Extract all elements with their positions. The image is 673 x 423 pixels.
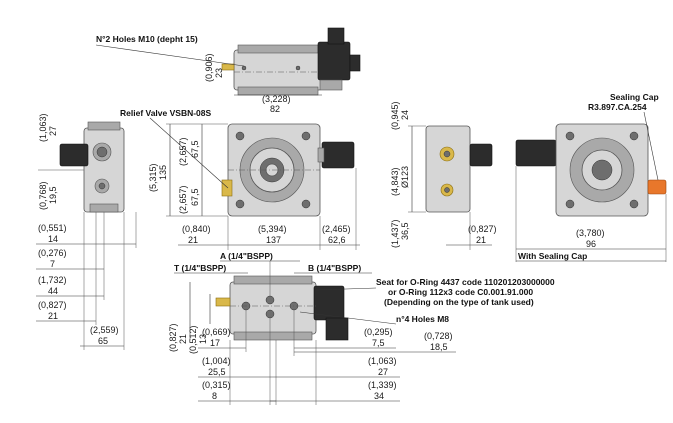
dim-f-5394: (5,394)	[258, 224, 287, 234]
dim-l-1732: (1,732)	[38, 275, 67, 285]
dim-f-2465: (2,465)	[322, 224, 351, 234]
label-sealing-cap-code: R3.897.CA.254	[588, 102, 647, 112]
label-oring-line3: (Depending on the type of tank used)	[384, 297, 534, 307]
label-holes-m8: n°4 Holes M8	[396, 314, 449, 324]
dim-top-0906: (0,906)	[204, 53, 214, 82]
dim-b-17: 17	[210, 338, 220, 348]
dim-b-0827: (0,827)	[168, 323, 178, 352]
dim-f-675b: 67,5	[190, 188, 200, 206]
dim-b-27: 27	[378, 367, 388, 377]
dim-l-65: 65	[98, 336, 108, 346]
label-port-a: A (1/4"BSPP)	[220, 251, 273, 261]
left-side-view	[59, 121, 125, 213]
dim-l-195: 19,5	[48, 186, 58, 204]
dim-f-135: 135	[158, 165, 168, 180]
label-oring-line2: or O-Ring 112x3 code C0.001.91.000	[388, 287, 533, 297]
dim-s-21: 21	[476, 235, 486, 245]
dim-l-0768: (0,768)	[38, 181, 48, 210]
side-view	[425, 125, 493, 213]
dim-b-0295: (0,295)	[364, 327, 393, 337]
dim-b-75: 7,5	[372, 338, 385, 348]
label-sealing-cap-title: Sealing Cap	[610, 92, 659, 102]
label-with-sealing-cap: With Sealing Cap	[518, 251, 587, 261]
front-view	[221, 123, 355, 217]
dim-b-1004: (1,004)	[202, 356, 231, 366]
dim-b-0315: (0,315)	[202, 380, 231, 390]
dim-f-2657a: (2,657)	[178, 137, 188, 166]
dim-b-13: 13	[198, 334, 208, 344]
dim-f-5315: (5,315)	[148, 163, 158, 192]
label-relief-valve: Relief Valve VSBN-08S	[120, 108, 212, 118]
dim-b-1339: (1,339)	[368, 380, 397, 390]
dim-l-44: 44	[48, 286, 58, 296]
dim-b-34: 34	[374, 391, 384, 401]
dim-b-185: 18,5	[430, 342, 448, 352]
label-holes-m10: N°2 Holes M10 (depht 15)	[96, 34, 198, 44]
dim-f-21: 21	[188, 235, 198, 245]
dim-f-626: 62,6	[328, 235, 346, 245]
dim-f-675a: 67,5	[190, 140, 200, 158]
dim-f-0840: (0,840)	[182, 224, 211, 234]
dim-top-3228: (3,228)	[262, 94, 291, 104]
dim-f-137: 137	[266, 235, 281, 245]
label-port-b: B (1/4"BSPP)	[308, 263, 361, 273]
dim-b-255: 25,5	[208, 367, 226, 377]
dim-l-7: 7	[50, 259, 55, 269]
label-port-t: T (1/4"BSPP)	[174, 263, 226, 273]
dim-l-2559: (2,559)	[90, 325, 119, 335]
dim-b-8: 8	[212, 391, 217, 401]
bottom-view	[215, 275, 349, 341]
dim-l-0551: (0,551)	[38, 223, 67, 233]
dim-b-0669: (0,669)	[202, 327, 231, 337]
dim-b-0512: (0,512)	[188, 325, 198, 354]
dim-l-14: 14	[48, 234, 58, 244]
dim-b-0728: (0,728)	[424, 331, 453, 341]
dim-s-4843: (4,843)	[390, 167, 400, 196]
top-view	[221, 27, 361, 96]
dim-s-365: 36,5	[400, 222, 410, 240]
dim-l-21: 21	[48, 311, 58, 321]
dim-l-1063: (1,063)	[38, 113, 48, 142]
label-oring-line1: Seat for O-Ring 4437 code 11020120300000…	[376, 277, 555, 287]
dim-b-1063: (1,063)	[368, 356, 397, 366]
dim-s-24: 24	[400, 110, 410, 120]
rear-view	[515, 123, 667, 217]
dim-s-123: Ø123	[400, 166, 410, 188]
dim-l-0276: (0,276)	[38, 248, 67, 258]
dim-s-0827: (0,827)	[468, 224, 497, 234]
dim-s-1437: (1,437)	[390, 219, 400, 248]
dim-top-23: 23	[214, 68, 224, 78]
dim-l-27: 27	[48, 126, 58, 136]
dim-l-0827: (0,827)	[38, 300, 67, 310]
dim-top-82: 82	[270, 104, 280, 114]
dim-f-2657b: (2,657)	[178, 185, 188, 214]
dim-s-0945: (0,945)	[390, 101, 400, 130]
dim-r-3780: (3,780)	[576, 228, 605, 238]
dim-b-21: 21	[178, 334, 188, 344]
dim-r-96: 96	[586, 239, 596, 249]
